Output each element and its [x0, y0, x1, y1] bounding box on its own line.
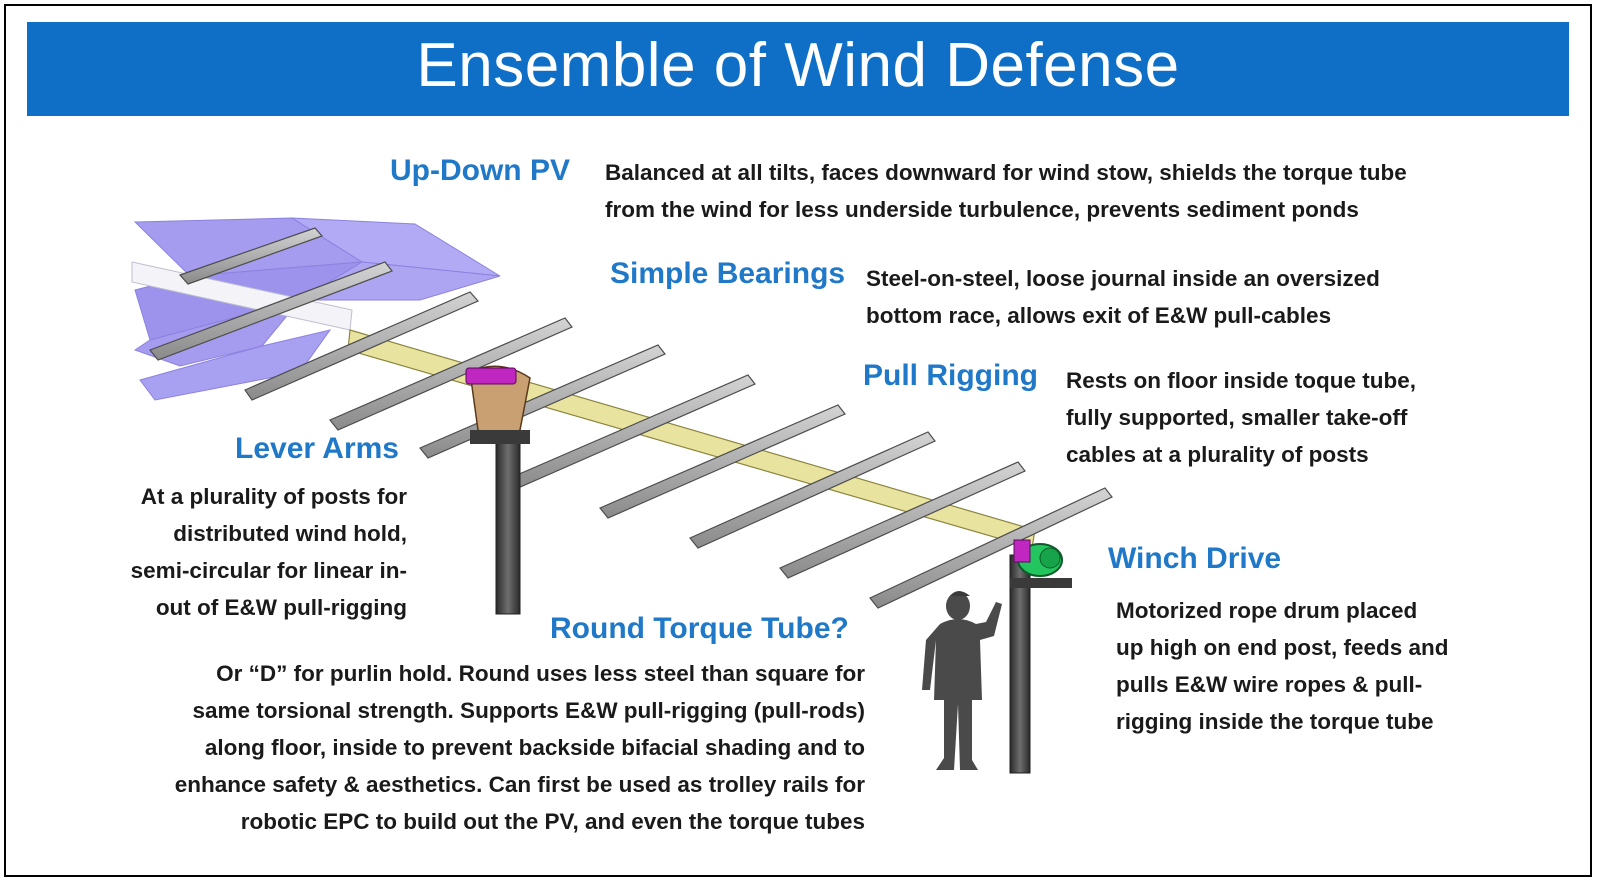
heading-lever-arms: Lever Arms — [235, 432, 399, 465]
text-line: cables at a plurality of posts — [1066, 442, 1369, 467]
text-pull-rigging: Rests on floor inside toque tube, fully … — [1066, 362, 1416, 473]
text-line: semi-circular for linear in- — [130, 558, 407, 583]
text-line: rigging inside the torque tube — [1116, 709, 1434, 734]
text-winch-drive: Motorized rope drum placed up high on en… — [1116, 592, 1449, 740]
worker-silhouette-icon — [922, 591, 1002, 770]
text-line: up high on end post, feeds and — [1116, 635, 1449, 660]
heading-pull-rigging: Pull Rigging — [863, 359, 1038, 392]
text-round-torque-tube: Or “D” for purlin hold. Round uses less … — [175, 655, 865, 840]
text-line: out of E&W pull-rigging — [155, 595, 407, 620]
text-line: Rests on floor inside toque tube, — [1066, 368, 1417, 393]
text-line: Steel-on-steel, loose journal inside an … — [866, 266, 1380, 291]
heading-round-torque-tube: Round Torque Tube? — [550, 612, 849, 645]
text-line: from the wind for less underside turbule… — [605, 197, 1359, 222]
text-line: fully supported, smaller take-off — [1066, 405, 1408, 430]
slide-title: Ensemble of Wind Defense — [416, 30, 1180, 100]
title-banner: Ensemble of Wind Defense — [27, 22, 1569, 116]
text-line: Balanced at all tilts, faces downward fo… — [605, 160, 1407, 185]
text-line: bottom race, allows exit of E&W pull-cab… — [866, 303, 1332, 328]
heading-winch-drive: Winch Drive — [1108, 542, 1282, 575]
lever-arms — [149, 227, 1113, 609]
text-line: pulls E&W wire ropes & pull- — [1116, 672, 1423, 697]
text-simple-bearings: Steel-on-steel, loose journal inside an … — [866, 260, 1380, 334]
text-line: along floor, inside to prevent backside … — [204, 735, 865, 760]
text-line: robotic EPC to build out the PV, and eve… — [240, 809, 865, 834]
heading-simple-bearings: Simple Bearings — [610, 257, 846, 290]
slide-frame — [4, 4, 1592, 877]
text-line: At a plurality of posts for — [140, 484, 407, 509]
text-line: enhance safety & aesthetics. Can first b… — [174, 772, 865, 797]
text-line: distributed wind hold, — [173, 521, 407, 546]
text-lever-arms: At a plurality of posts for distributed … — [131, 478, 407, 626]
winch-drive-icon — [1010, 539, 1072, 588]
heading-updown-pv: Up-Down PV — [390, 154, 570, 187]
text-line: same torsional strength. Supports E&W pu… — [192, 698, 866, 723]
text-updown-pv: Balanced at all tilts, faces downward fo… — [605, 154, 1407, 228]
bearing-icon — [465, 365, 531, 444]
text-line: Or “D” for purlin hold. Round uses less … — [216, 661, 865, 686]
text-line: Motorized rope drum placed — [1116, 598, 1418, 623]
